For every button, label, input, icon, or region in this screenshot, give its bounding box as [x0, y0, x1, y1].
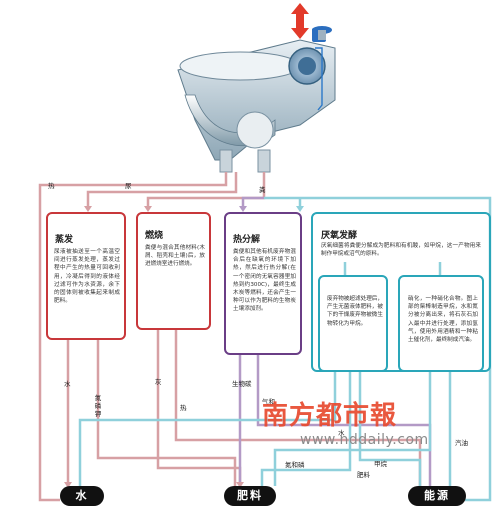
- label-gasoline: 汽油: [455, 439, 468, 447]
- toilet-illustration: [177, 28, 336, 173]
- anaerobic-sub-box-2: 硝化，一种硝化合物。图上部的柴棒制造甲烷，水和氮分被分离出来，将石灰石加入最中并…: [398, 275, 484, 372]
- pyrolysis-title: 热分解: [233, 235, 261, 245]
- label-n-and-p: 氮和磷: [285, 461, 305, 469]
- label-water2: 水: [338, 429, 345, 437]
- label-heat-top: 热: [48, 182, 55, 190]
- up-down-arrow-icon: [291, 3, 309, 39]
- flow-lines: [38, 172, 492, 502]
- sub1-text: 废弃物被超滤处理后，产生无菌液体肥料，被下的干燥废弃物被微生物转化为甲烷。: [327, 296, 383, 327]
- evaporation-box: 蒸发 尿液被抽送至一个高温空间进行蒸发处理，蒸发过程中产生的热量可回收利用，冷凝…: [46, 212, 126, 340]
- label-biochar: 生物碳: [232, 380, 252, 388]
- evaporation-text: 尿液被抽送至一个高温空间进行蒸发处理，蒸发过程中产生的热量可回收利用，冷凝后得到…: [54, 249, 120, 305]
- anaerobic-title: 厌氧发酵: [321, 231, 358, 241]
- label-npk: 氮磷钾: [94, 394, 102, 418]
- label-gas: 气和: [262, 398, 275, 406]
- evaporation-title: 蒸发: [55, 235, 74, 245]
- label-heat: 热: [180, 404, 187, 412]
- output-energy: 能源: [408, 486, 466, 506]
- label-methane: 甲烷: [374, 460, 387, 468]
- newspaper-url: www.nddaily.com: [300, 432, 429, 448]
- combustion-title: 燃烧: [145, 231, 164, 241]
- label-fertilizer: 肥料: [357, 471, 370, 479]
- arrowheads: [64, 206, 244, 488]
- anaerobic-text: 厌氧细菌将粪便分解成为肥料和有机酸，如甲烷，这一产物用来制作甲烷或沼气的原料。: [321, 243, 481, 258]
- valve-icon: [312, 26, 332, 40]
- label-urine-top: 尿: [125, 182, 132, 190]
- combustion-text: 粪便与混合其他材料(木屑、稻壳和土壤)后，放进燃烧室进行燃烧。: [145, 245, 205, 268]
- output-water: 水: [60, 486, 104, 506]
- output-fertilizer: 肥料: [224, 486, 276, 506]
- anaerobic-sub-box-1: 废弃物被超滤处理后，产生无菌液体肥料，被下的干燥废弃物被微生物转化为甲烷。: [318, 275, 388, 372]
- label-feces-top: 粪: [259, 186, 266, 194]
- newspaper-logo: 南方都市報: [262, 401, 398, 431]
- label-ash: 灰: [155, 378, 162, 386]
- pyrolysis-text: 粪便和其他有机废弃物混合后在缺氧的环境下加热，然后进行热分解(在一个密闭的无氧容…: [233, 249, 296, 313]
- label-water: 水: [64, 380, 71, 388]
- sub2-text: 硝化，一种硝化合物。图上部的柴棒制造甲烷，水和氮分被分离出来，将石灰石加入最中并…: [408, 296, 478, 344]
- pyrolysis-box: 热分解 粪便和其他有机废弃物混合后在缺氧的环境下加热，然后进行热分解(在一个密闭…: [224, 212, 302, 355]
- combustion-box: 燃烧 粪便与混合其他材料(木屑、稻壳和土壤)后，放进燃烧室进行燃烧。: [136, 212, 211, 330]
